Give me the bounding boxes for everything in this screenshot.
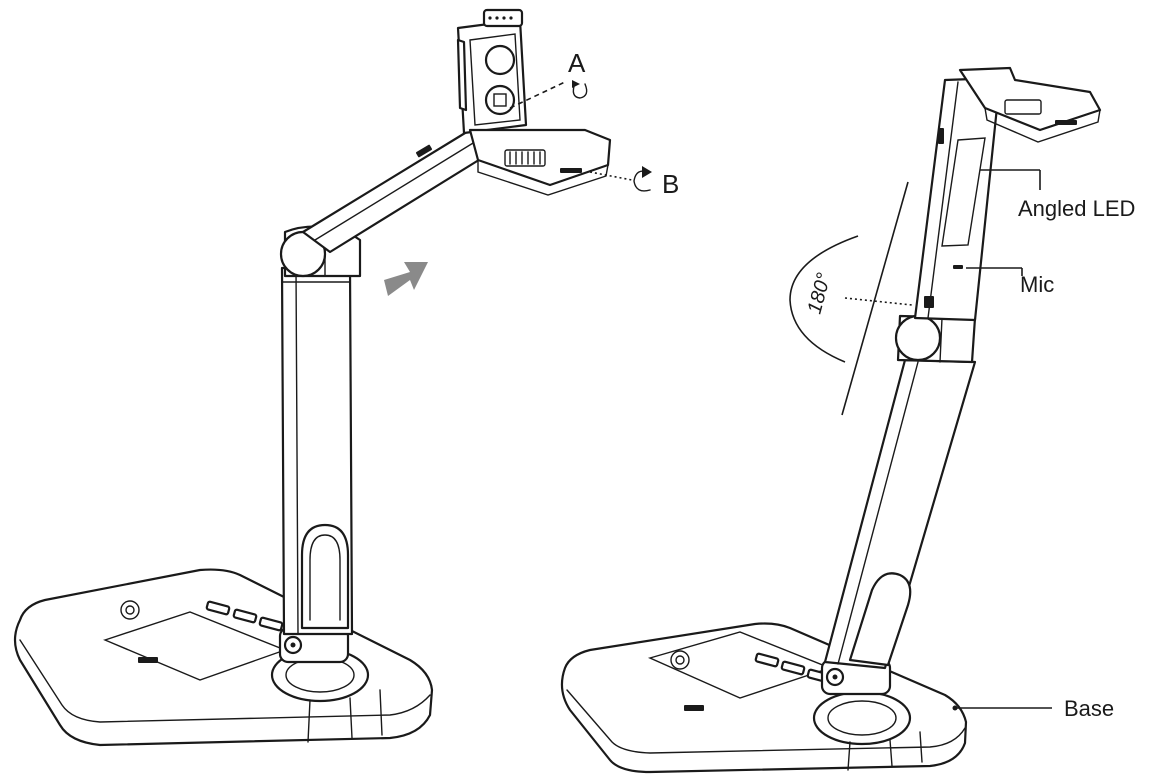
left-camera-head-b <box>468 128 612 196</box>
rotation-arrow-icon <box>572 82 588 99</box>
callout-angled-led: Angled LED <box>980 169 1135 221</box>
right-document-camera: 180° Angled LED Mic Base <box>560 66 1135 774</box>
label-b: B <box>662 169 679 199</box>
mic-label: Mic <box>1020 272 1054 297</box>
right-upper-arm <box>913 76 1002 322</box>
left-document-camera: A B <box>13 8 679 747</box>
rotation-arrow-icon <box>633 170 651 192</box>
callout-mic: Mic <box>966 267 1054 297</box>
rotation-b-indicator: B <box>589 166 679 199</box>
right-lower-arm <box>823 358 977 670</box>
rotation-a-indicator: A <box>509 48 588 109</box>
rotation-180-indicator: 180° <box>789 181 913 416</box>
angled-led-label: Angled LED <box>1018 196 1135 221</box>
left-vertical-arm <box>280 266 354 636</box>
base-label: Base <box>1064 696 1114 721</box>
callout-base: Base <box>952 696 1114 721</box>
angle-label: 180° <box>804 271 836 317</box>
right-middle-joint <box>894 314 977 364</box>
direction-arrow-icon <box>384 262 428 296</box>
right-camera-head <box>958 66 1102 143</box>
left-base <box>13 568 434 747</box>
left-camera-head-a <box>456 8 528 135</box>
left-upper-arm <box>301 128 497 254</box>
left-elbow-joint <box>279 225 362 278</box>
label-a: A <box>568 48 586 78</box>
right-base <box>560 622 968 774</box>
